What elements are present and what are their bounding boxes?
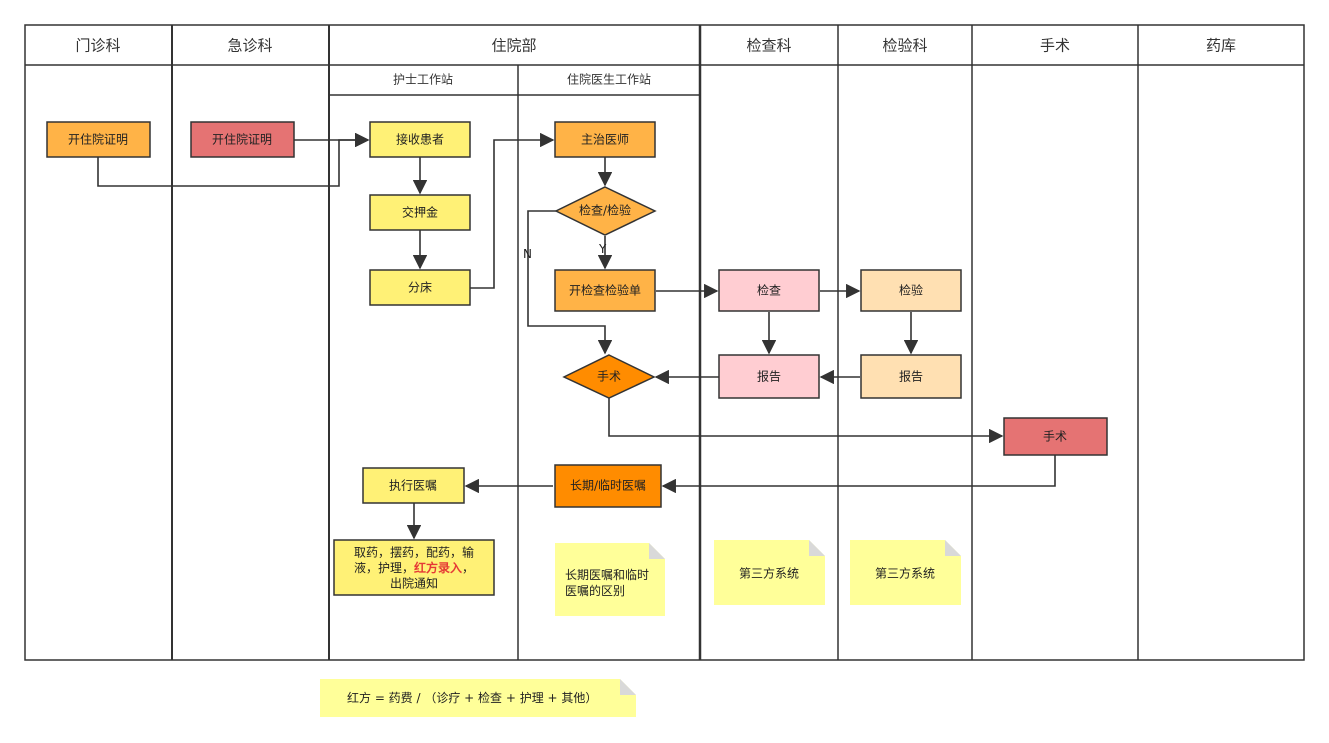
svg-text:红方 = 药费 / （诊疗 + 检查 + 护理 + 其他）: 红方 = 药费 / （诊疗 + 检查 + 护理 + 其他） [347, 690, 597, 705]
node-nurse-tasks[interactable]: 取药，摆药，配药，输 液，护理，红方录入， 出院通知 [333, 539, 495, 596]
node-surgery[interactable]: 手术 [1003, 417, 1108, 456]
svg-text:报告: 报告 [757, 369, 781, 384]
svg-text:检查/检验: 检查/检验 [579, 203, 631, 218]
node-attending-doctor[interactable]: 主治医师 [554, 121, 656, 158]
svg-text:液，护理，红方录入，: 液，护理，红方录入， [354, 560, 474, 575]
node-outpatient-cert[interactable]: 开住院证明 [46, 121, 151, 158]
node-execute-orders[interactable]: 执行医嘱 [362, 467, 465, 504]
node-long-temp-orders[interactable]: 长期/临时医嘱 [554, 464, 662, 508]
node-exam[interactable]: 检查 [718, 269, 820, 312]
note-formula: 红方 = 药费 / （诊疗 + 检查 + 护理 + 其他） [320, 679, 636, 717]
edge-surgery-to-orders [661, 455, 1056, 494]
svg-text:报告: 报告 [899, 369, 923, 384]
node-receive-patient[interactable]: 接收患者 [369, 121, 471, 158]
node-deposit[interactable]: 交押金 [369, 194, 471, 231]
note-third-party-exam: 第三方系统 [714, 540, 825, 605]
lane-title-outpatient: 门诊科 [75, 37, 120, 55]
svg-text:第三方系统: 第三方系统 [739, 566, 799, 581]
node-surgery-decision[interactable]: 手术 [562, 354, 656, 399]
node-exam-report[interactable]: 报告 [718, 354, 820, 399]
svg-text:开住院证明: 开住院证明 [68, 133, 128, 147]
svg-text:主治医师: 主治医师 [581, 133, 629, 147]
svg-text:接收患者: 接收患者 [396, 132, 444, 147]
node-emergency-cert[interactable]: 开住院证明 [190, 121, 295, 158]
edge-decision-no [527, 210, 613, 355]
lane-title-examination: 检查科 [746, 37, 791, 55]
svg-text:手术: 手术 [1043, 430, 1067, 444]
lane-title-inpatient: 住院部 [491, 37, 536, 55]
node-exam-decision[interactable]: 检查/检验 [554, 186, 657, 236]
node-open-order[interactable]: 开检查检验单 [554, 269, 656, 312]
svg-text:长期医嘱和临时: 长期医嘱和临时 [565, 568, 649, 582]
sublane-title-doctor: 住院医生工作站 [567, 73, 651, 87]
lane-title-emergency: 急诊科 [227, 37, 272, 55]
svg-text:执行医嘱: 执行医嘱 [389, 479, 437, 493]
lane-title-pharmacy: 药库 [1206, 37, 1236, 55]
svg-text:检验: 检验 [899, 283, 923, 298]
svg-text:开住院证明: 开住院证明 [212, 133, 272, 147]
note-third-party-lab: 第三方系统 [850, 540, 961, 605]
edge-label-yes: Y [598, 242, 607, 256]
svg-text:分床: 分床 [408, 281, 432, 295]
node-lab-report[interactable]: 报告 [860, 354, 962, 399]
sublane-title-nurse: 护士工作站 [393, 73, 453, 87]
svg-text:开检查检验单: 开检查检验单 [569, 283, 641, 298]
svg-text:出院通知: 出院通知 [390, 577, 438, 591]
edge-label-no: N [523, 247, 532, 261]
svg-text:交押金: 交押金 [402, 205, 438, 220]
svg-text:取药，摆药，配药，输: 取药，摆药，配药，输 [354, 545, 474, 560]
lane-title-surgery: 手术 [1040, 37, 1070, 55]
svg-text:长期/临时医嘱: 长期/临时医嘱 [570, 479, 646, 493]
highlight-red-entry: 红方录入 [414, 560, 462, 575]
svg-text:检查: 检查 [757, 283, 781, 298]
svg-text:医嘱的区别: 医嘱的区别 [565, 583, 625, 598]
edge-decision-to-surgery [608, 398, 1004, 444]
note-orders-difference: 长期医嘱和临时 医嘱的区别 [555, 543, 665, 616]
node-assign-bed[interactable]: 分床 [369, 269, 471, 306]
lane-title-laboratory: 检验科 [882, 37, 927, 55]
svg-text:手术: 手术 [597, 370, 621, 384]
svg-text:第三方系统: 第三方系统 [875, 566, 935, 581]
edge-bed-to-attending [470, 132, 555, 289]
node-lab[interactable]: 检验 [860, 269, 962, 312]
